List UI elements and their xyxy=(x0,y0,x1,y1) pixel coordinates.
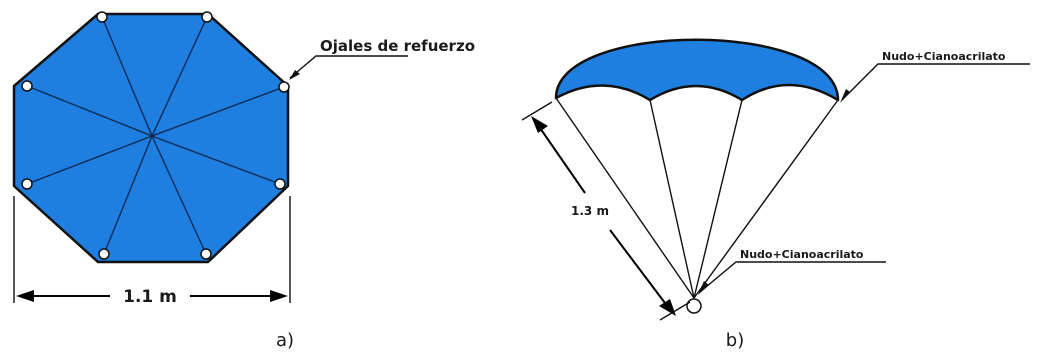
arrow-up-icon xyxy=(531,116,548,133)
knot-label-top: Nudo+Cianoacrilato xyxy=(882,50,1006,63)
radial-line xyxy=(103,135,153,255)
suspension-line xyxy=(555,97,695,299)
caption-b: b) xyxy=(726,330,744,351)
knot-leader-bottom xyxy=(698,261,886,295)
payload-ring xyxy=(686,298,702,314)
radial-lines xyxy=(26,16,285,255)
grommet xyxy=(274,178,286,190)
radial-line xyxy=(151,86,285,137)
length-dimension xyxy=(521,101,691,321)
radial-line xyxy=(26,85,153,137)
panel-b: Nudo+Cianoacrilato Nudo+Cianoacrilato 1.… xyxy=(521,38,1030,351)
grommets xyxy=(21,11,290,260)
suspension-line xyxy=(693,99,839,299)
suspension-line xyxy=(649,99,695,299)
panel-a: Ojales de refuerzo 1.1 m a) xyxy=(12,11,475,351)
grommet-label: Ojales de refuerzo xyxy=(320,37,475,55)
width-dimension xyxy=(13,196,291,303)
width-label: 1.1 m xyxy=(123,287,177,307)
radial-line xyxy=(26,135,153,185)
radial-line xyxy=(151,135,281,185)
grommet xyxy=(200,248,212,260)
grommet xyxy=(278,81,290,93)
arrow-down-icon xyxy=(659,299,676,316)
grommet xyxy=(201,11,213,23)
suspension-lines xyxy=(555,97,839,299)
grommet xyxy=(96,11,108,23)
suspension-line xyxy=(693,99,743,299)
arrow-right-icon xyxy=(270,290,288,302)
length-label: 1.3 m xyxy=(571,204,609,218)
grommet xyxy=(98,248,110,260)
radial-line xyxy=(101,16,153,137)
grommet xyxy=(21,80,33,92)
radial-line xyxy=(151,135,207,255)
knot-label-bottom: Nudo+Cianoacrilato xyxy=(740,248,864,261)
grommet xyxy=(21,178,33,190)
side-canopy xyxy=(554,38,840,102)
caption-a: a) xyxy=(276,330,294,351)
knot-leader-top xyxy=(840,63,1030,103)
radial-line xyxy=(151,16,208,137)
grommet-leader xyxy=(289,55,408,80)
arrow-left-icon xyxy=(16,290,34,302)
